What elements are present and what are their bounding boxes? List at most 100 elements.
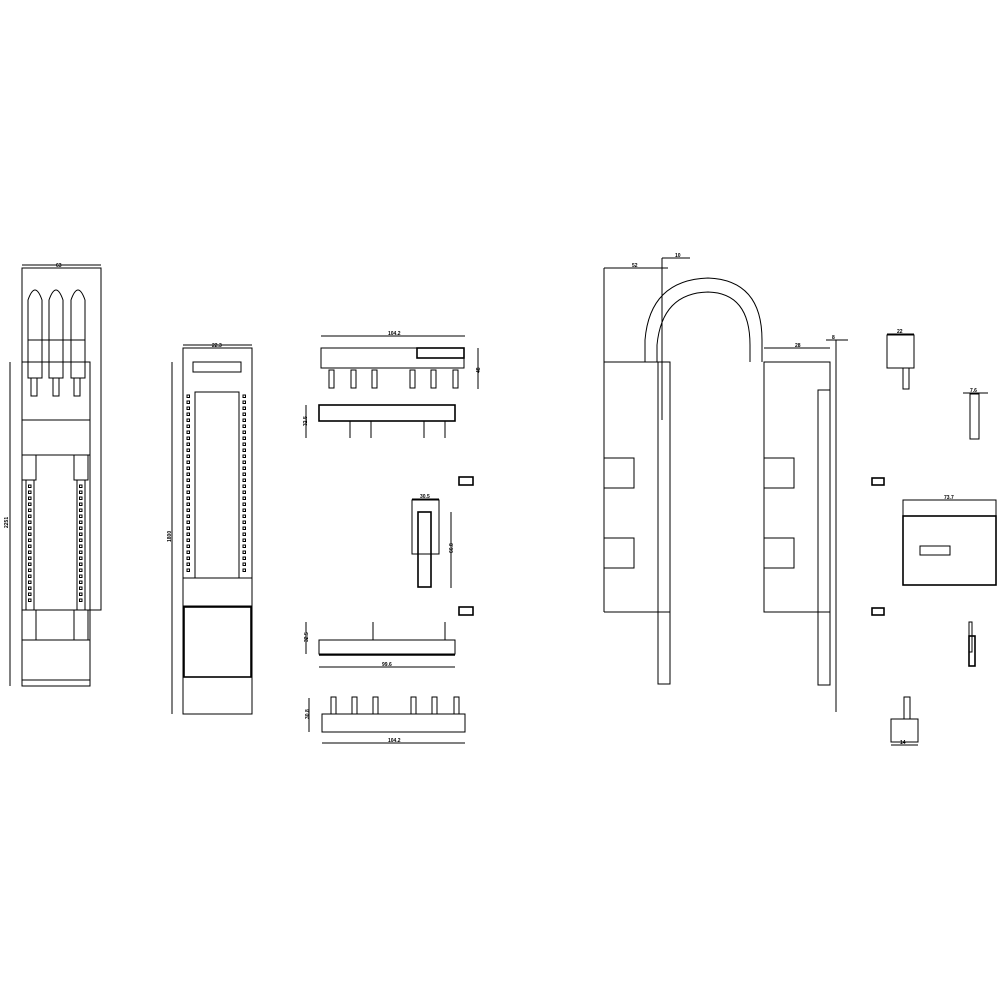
hole [79, 490, 83, 494]
hole [28, 586, 32, 590]
hole [186, 490, 190, 494]
adapter-view: 30.5 66.8 [411, 494, 455, 588]
hole [79, 502, 83, 506]
dim-width: 104.2 [388, 738, 401, 744]
hole [186, 568, 190, 572]
hole [79, 574, 83, 578]
hole [242, 496, 246, 500]
hole [186, 430, 190, 434]
hole [242, 544, 246, 548]
dim-width: 63 [56, 263, 62, 269]
hole [186, 406, 190, 410]
clip-small-2 [458, 606, 474, 616]
dim-gap: 10 [675, 253, 681, 259]
dim-width: 22 [897, 329, 903, 335]
hole [28, 568, 32, 572]
hole [28, 484, 32, 488]
hole [186, 400, 190, 404]
hole [79, 586, 83, 590]
hole [186, 514, 190, 518]
clip-small-3 [871, 477, 885, 486]
dim-height: 32.5 [304, 632, 310, 642]
hole [186, 460, 190, 464]
hole [242, 436, 246, 440]
hole [186, 544, 190, 548]
dim-width: 22.3 [212, 343, 222, 349]
pin [410, 696, 417, 715]
dim-width: 73.7 [944, 495, 954, 501]
clip-small-1 [458, 476, 474, 486]
clip-bottom-view [968, 621, 976, 667]
clip-side-view: 7.6 [963, 388, 988, 440]
hole [79, 508, 83, 512]
hole [28, 562, 32, 566]
hole [186, 538, 190, 542]
dim-height: 30.8 [305, 709, 311, 719]
hole [28, 490, 32, 494]
dim-width: 104.2 [388, 331, 401, 337]
hole [242, 532, 246, 536]
connector-side-view: 32.5 [303, 404, 456, 438]
hole [242, 526, 246, 530]
dim-height: 48 [476, 367, 482, 373]
hole [79, 562, 83, 566]
hole [186, 502, 190, 506]
hole [186, 424, 190, 428]
hole [186, 520, 190, 524]
hole [242, 424, 246, 428]
hole [79, 520, 83, 524]
hole [242, 514, 246, 518]
hole [28, 496, 32, 500]
hole [242, 520, 246, 524]
side-section-view: 52 10 28 8 [603, 253, 848, 712]
hole [79, 514, 83, 518]
hole [186, 478, 190, 482]
connector-rear-view: 104.2 30.8 [305, 696, 466, 744]
dim-width: 99.6 [382, 662, 392, 668]
hole [28, 550, 32, 554]
clip-bottom-view-2: 14 [890, 696, 919, 746]
hole [186, 418, 190, 422]
dim-width: 7.6 [970, 388, 977, 394]
hole [186, 472, 190, 476]
hole [28, 502, 32, 506]
hole [186, 448, 190, 452]
pin [351, 696, 358, 715]
hole [79, 550, 83, 554]
hole [28, 580, 32, 584]
hole [242, 550, 246, 554]
connector-top-view: 104.2 48 [320, 331, 482, 389]
hole [28, 526, 32, 530]
dim-height: 32.5 [303, 416, 309, 426]
hole [242, 454, 246, 458]
hole [186, 556, 190, 560]
hole [186, 496, 190, 500]
dim-width: 30.5 [420, 494, 430, 500]
hole [242, 448, 246, 452]
dim-small: 8 [832, 335, 835, 341]
dim-width: 14 [900, 740, 906, 746]
hole [79, 544, 83, 548]
pin [328, 369, 335, 389]
hole [79, 598, 83, 602]
clip-view: 22 [886, 329, 915, 390]
hole [186, 508, 190, 512]
hole [186, 394, 190, 398]
busbar-front-view: 63 2251 [4, 263, 102, 687]
hole [79, 556, 83, 560]
hole [28, 514, 32, 518]
hole [79, 580, 83, 584]
hole [242, 508, 246, 512]
pin [372, 696, 379, 715]
hole [242, 430, 246, 434]
dim-right: 28 [795, 343, 801, 349]
hole [186, 436, 190, 440]
pin [330, 696, 337, 715]
hole [242, 406, 246, 410]
hole [186, 466, 190, 470]
hole [186, 562, 190, 566]
hole [242, 568, 246, 572]
hole [28, 508, 32, 512]
connector-bottom-view: 99.6 32.5 [304, 622, 456, 668]
